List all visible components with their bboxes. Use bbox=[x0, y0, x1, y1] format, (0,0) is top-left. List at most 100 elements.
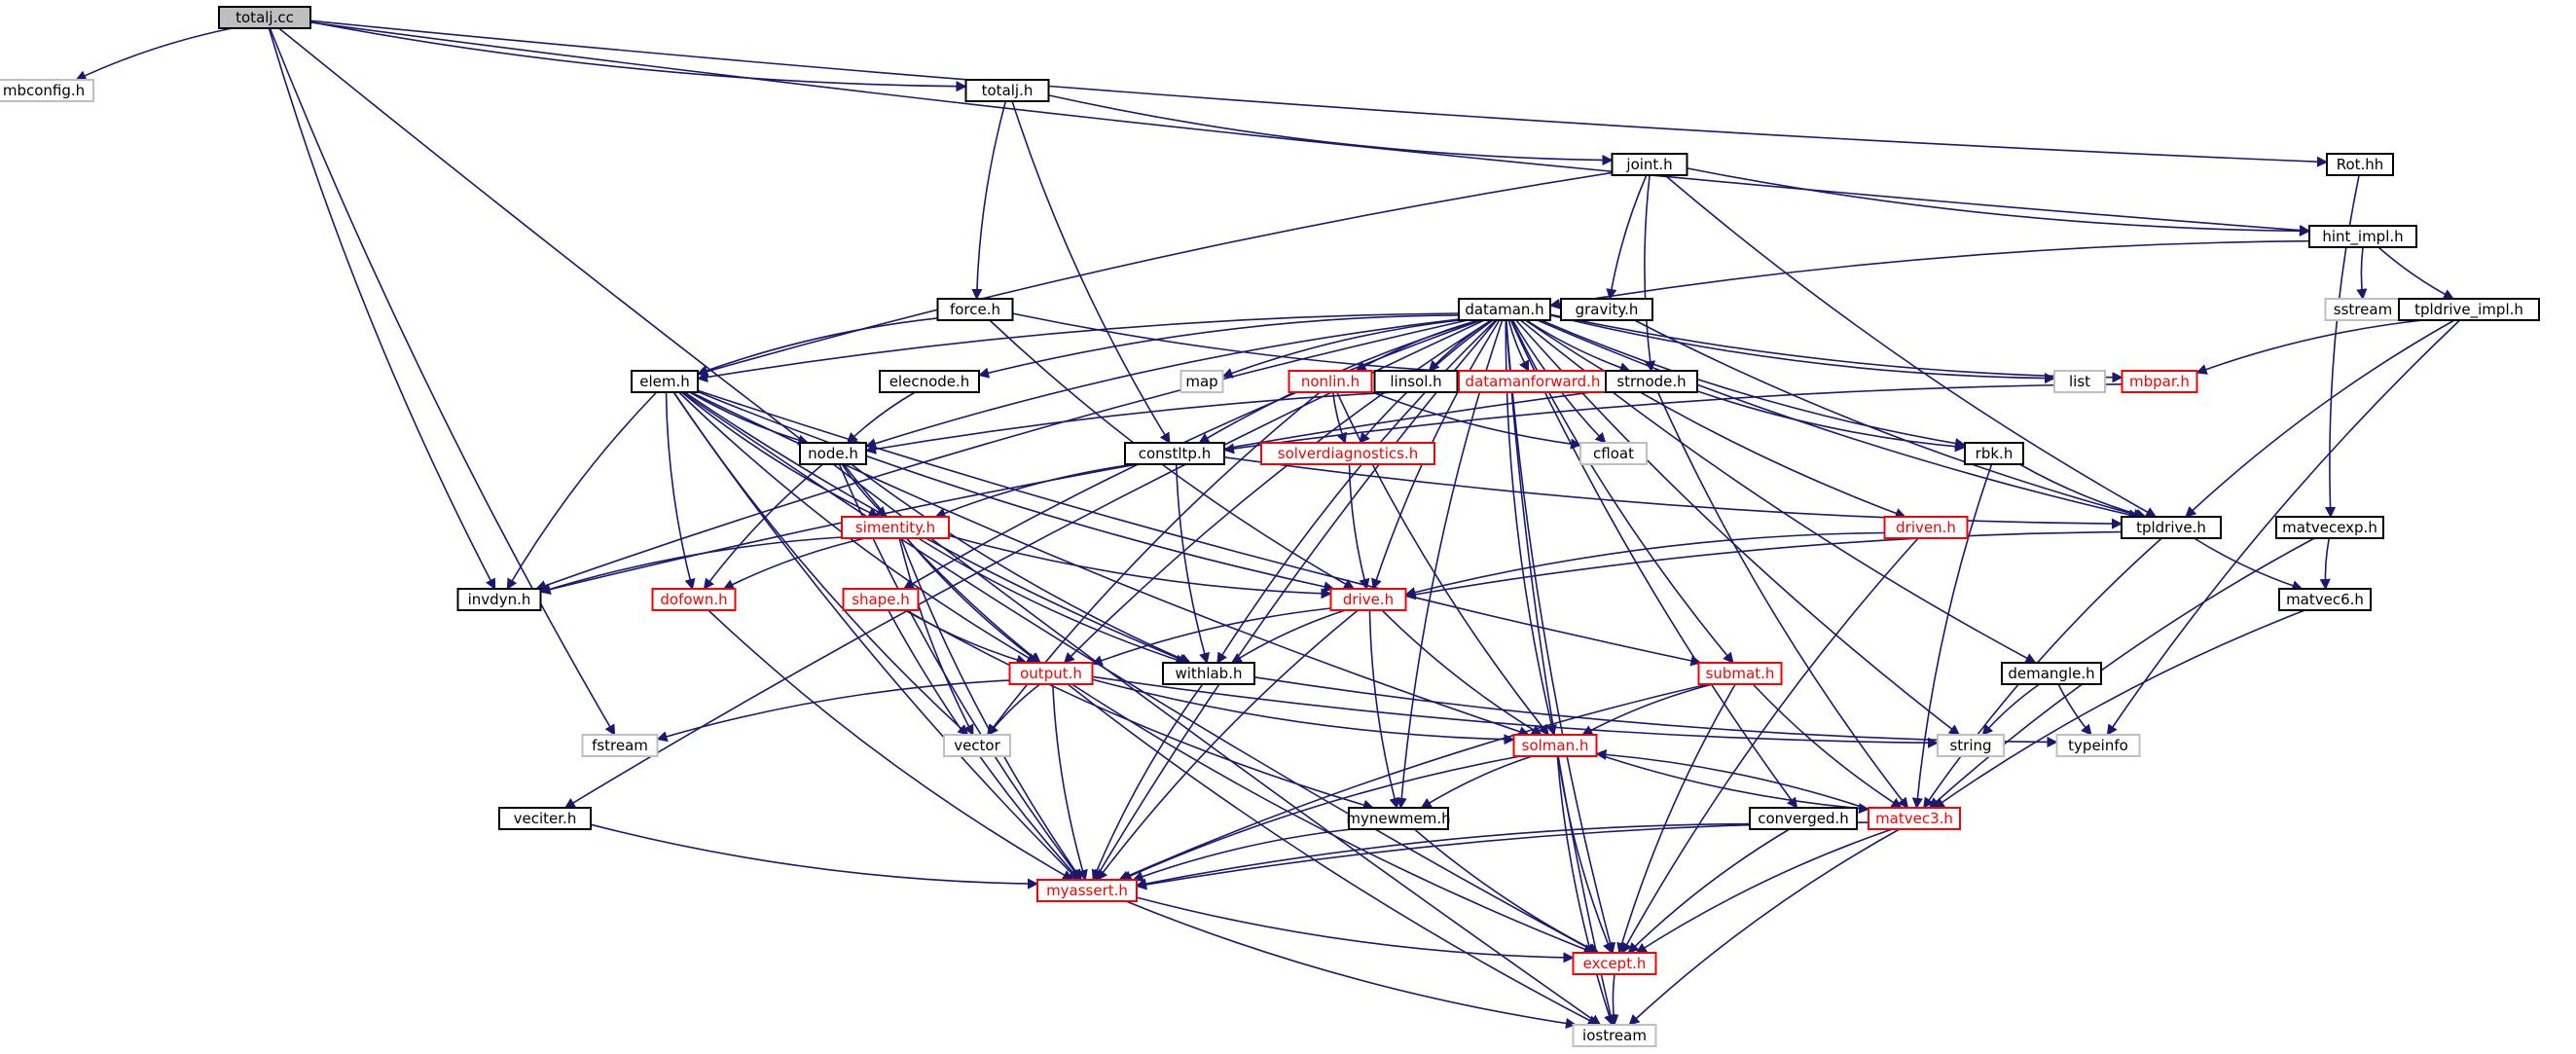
edge-elem-h-to-withlab-h bbox=[684, 391, 1190, 665]
edge-output-h-to-vector bbox=[987, 683, 1041, 736]
node-label: veciter.h bbox=[514, 810, 577, 827]
node-label: fstream bbox=[592, 737, 648, 754]
node-datamanforward-h[interactable]: datamanforward.h bbox=[1458, 370, 1608, 393]
edge-elem-h-to-dofown-h bbox=[665, 391, 696, 591]
node-demangle-h[interactable]: demangle.h bbox=[2001, 662, 2102, 685]
node-output-h[interactable]: output.h bbox=[1008, 662, 1094, 685]
node-node-h[interactable]: node.h bbox=[799, 442, 867, 465]
node-mbconfig-h[interactable]: mbconfig.h bbox=[0, 79, 94, 102]
edge-totalj-h-to-constltp-h bbox=[1011, 100, 1171, 444]
edge-joint-h-to-tpldrive-h bbox=[1664, 174, 2158, 518]
node-matvecexp-h[interactable]: matvecexp.h bbox=[2275, 516, 2384, 539]
node-veciter-h[interactable]: veciter.h bbox=[498, 807, 592, 830]
node-solman-h[interactable]: solman.h bbox=[1512, 734, 1598, 757]
node-totalj-cc[interactable]: totalj.cc bbox=[218, 6, 311, 29]
edge-constltp-h-to-withlab-h bbox=[1175, 463, 1210, 665]
node-totalj-h[interactable]: totalj.h bbox=[964, 79, 1050, 102]
node-box bbox=[456, 588, 542, 611]
node-label: output.h bbox=[1020, 665, 1082, 682]
node-list[interactable]: list bbox=[2053, 370, 2106, 393]
edge-solman-h-to-matvec3-h bbox=[1596, 752, 1870, 815]
node-label: constltp.h bbox=[1139, 445, 1211, 462]
node-withlab-h[interactable]: withlab.h bbox=[1162, 662, 1255, 685]
node-label: except.h bbox=[1583, 955, 1647, 972]
node-label: totalj.cc bbox=[236, 9, 294, 26]
node-box bbox=[936, 298, 1014, 321]
edge-elem-h-to-node-h bbox=[689, 391, 810, 446]
node-box bbox=[1373, 370, 1459, 393]
node-typeinfo[interactable]: typeinfo bbox=[2055, 734, 2141, 757]
node-dataman-h[interactable]: dataman.h bbox=[1458, 298, 1551, 321]
node-label: gravity.h bbox=[1576, 301, 1639, 318]
node-sstream[interactable]: sstream bbox=[2324, 298, 2402, 321]
node-linsol-h[interactable]: linsol.h bbox=[1373, 370, 1459, 393]
edge-drive-h-to-output-h bbox=[1091, 607, 1331, 666]
edge-veciter-h-to-myassert-h bbox=[590, 823, 1039, 890]
node-box bbox=[2053, 370, 2106, 393]
node-simentity-h[interactable]: simentity.h bbox=[841, 516, 950, 539]
node-cfloat[interactable]: cfloat bbox=[1579, 442, 1648, 465]
node-converged-h[interactable]: converged.h bbox=[1749, 807, 1858, 830]
edge-driven-h-to-except-h bbox=[1621, 537, 1919, 954]
edge-simentity-h-to-withlab-h bbox=[918, 537, 1187, 666]
edge-totalj-h-to-joint-h bbox=[1048, 94, 1614, 166]
edge-output-h-to-solman-h bbox=[1092, 678, 1515, 745]
edge-mbpar-h-to-constltp-h bbox=[1222, 383, 2122, 454]
node-box bbox=[1512, 734, 1598, 757]
edge-totalj-h-to-force-h bbox=[971, 100, 1007, 301]
node-gravity-h[interactable]: gravity.h bbox=[1560, 298, 1653, 321]
node-vector[interactable]: vector bbox=[943, 734, 1011, 757]
node-matvec3-h[interactable]: matvec3.h bbox=[1868, 807, 1961, 830]
node-mynewmem-h[interactable]: mynewmem.h bbox=[1346, 807, 1451, 830]
node-box bbox=[943, 734, 1011, 757]
edge-elem-h-to-invdyn-h bbox=[506, 391, 658, 590]
node-matvec6-h[interactable]: matvec6.h bbox=[2278, 588, 2372, 611]
node-rot-hh[interactable]: Rot.hh bbox=[2326, 153, 2394, 176]
edge-drive-h-to-myassert-h bbox=[1096, 609, 1359, 881]
node-solverdiagnostics-h[interactable]: solverdiagnostics.h bbox=[1260, 442, 1435, 465]
node-mbpar-h[interactable]: mbpar.h bbox=[2121, 370, 2198, 393]
edge-dataman-h-to-output-h bbox=[1063, 319, 1492, 664]
edge-simentity-h-to-dofown-h bbox=[722, 537, 866, 590]
node-submat-h[interactable]: submat.h bbox=[1697, 662, 1783, 685]
edge-nonlin-h-to-solman-h bbox=[1336, 391, 1549, 736]
node-box bbox=[581, 734, 659, 757]
node-fstream[interactable]: fstream bbox=[581, 734, 659, 757]
edge-simentity-h-to-vector bbox=[898, 537, 974, 736]
node-joint-h[interactable]: joint.h bbox=[1611, 153, 1688, 176]
node-invdyn-h[interactable]: invdyn.h bbox=[456, 588, 542, 611]
edge-hint-impl-h-to-tpldrive-impl-h bbox=[2377, 246, 2454, 300]
node-driven-h[interactable]: driven.h bbox=[1883, 516, 1969, 539]
edge-output-h-to-except-h bbox=[1070, 683, 1595, 955]
node-iostream[interactable]: iostream bbox=[1572, 1024, 1657, 1047]
node-box bbox=[2001, 662, 2102, 685]
edge-dataman-h-to-elecnode-h bbox=[977, 314, 1460, 379]
node-elem-h[interactable]: elem.h bbox=[631, 370, 699, 393]
node-label: datamanforward.h bbox=[1466, 373, 1601, 390]
node-tpldrive-impl-h[interactable]: tpldrive_impl.h bbox=[2398, 298, 2540, 321]
edge-dataman-h-to-tpldrive-h bbox=[1537, 319, 2140, 521]
node-drive-h[interactable]: drive.h bbox=[1329, 588, 1407, 611]
node-box bbox=[1458, 298, 1551, 321]
node-map[interactable]: map bbox=[1179, 370, 1224, 393]
node-box bbox=[964, 79, 1050, 102]
node-box bbox=[1008, 662, 1094, 685]
node-strnode-h[interactable]: strnode.h bbox=[1605, 370, 1698, 393]
node-hint-impl-h[interactable]: hint_impl.h bbox=[2308, 225, 2417, 248]
edge-dataman-h-to-driven-h bbox=[1524, 319, 1906, 519]
node-shape-h[interactable]: shape.h bbox=[842, 588, 920, 611]
node-dofown-h[interactable]: dofown.h bbox=[651, 588, 737, 611]
node-rbk-h[interactable]: rbk.h bbox=[1964, 442, 2024, 465]
edge-constltp-h-to-simentity-h bbox=[934, 463, 1135, 519]
node-tpldrive-h[interactable]: tpldrive.h bbox=[2121, 516, 2222, 539]
edge-output-h-to-iostream bbox=[1067, 683, 1599, 1026]
node-elecnode-h[interactable]: elecnode.h bbox=[879, 370, 980, 393]
node-nonlin-h[interactable]: nonlin.h bbox=[1288, 370, 1373, 393]
node-myassert-h[interactable]: myassert.h bbox=[1036, 879, 1138, 902]
node-except-h[interactable]: except.h bbox=[1572, 952, 1657, 975]
node-constltp-h[interactable]: constltp.h bbox=[1124, 442, 1225, 465]
node-force-h[interactable]: force.h bbox=[936, 298, 1014, 321]
node-string[interactable]: string bbox=[1937, 734, 2005, 757]
node-label: vector bbox=[954, 737, 1000, 754]
edge-strnode-h-to-rbk-h bbox=[1696, 390, 1967, 453]
